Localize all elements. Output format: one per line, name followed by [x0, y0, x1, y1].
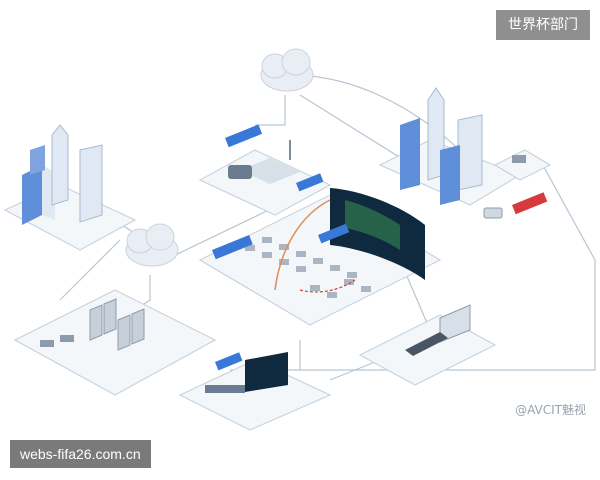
collaboration-arc [299, 279, 356, 293]
collaboration-arc [274, 199, 331, 291]
video-wall-icon [245, 352, 288, 392]
vehicle-icon [228, 140, 300, 184]
cloud-icon [125, 223, 179, 267]
workstation-icon [205, 385, 245, 393]
watermark: @AVCIT魅视 [515, 403, 586, 417]
url-badge: webs-fifa26.com.cn [10, 440, 151, 468]
video-wall-icon [330, 188, 425, 280]
building-icon [22, 124, 103, 225]
server-rack-icon [89, 298, 145, 351]
vehicle-icon [483, 207, 503, 219]
workstation-icon [512, 155, 526, 163]
corner-badge: 世界杯部门 [496, 10, 590, 40]
workstation-icon [40, 335, 74, 347]
workstation-icon [405, 332, 448, 356]
tags [211, 124, 548, 371]
workstation-icon [245, 237, 371, 298]
cloud-icon [260, 48, 314, 92]
building-icon [400, 87, 483, 205]
